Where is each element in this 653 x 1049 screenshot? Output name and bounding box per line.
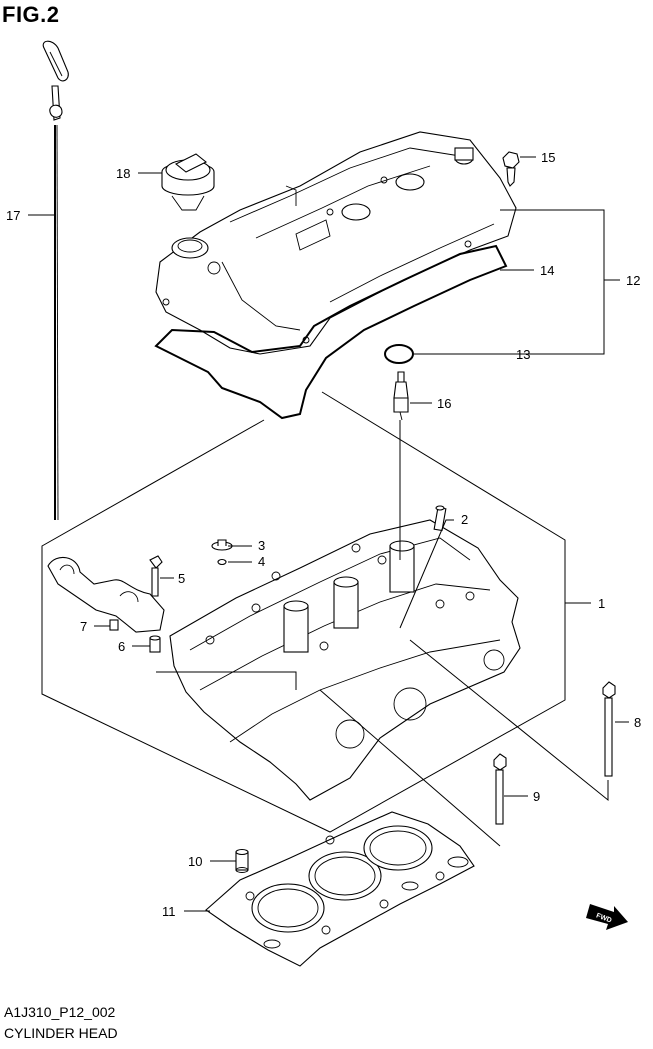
callout-13: 13	[516, 347, 530, 362]
callout-5: 5	[178, 571, 185, 586]
head-cover-gasket[interactable]	[154, 244, 508, 420]
oil-dipstick[interactable]	[42, 40, 69, 521]
callout-14: 14	[540, 263, 554, 278]
callout-7: 7	[80, 619, 87, 634]
diagram-code: A1J310_P12_002	[4, 1004, 116, 1020]
cylinder-head-gasket[interactable]	[205, 811, 475, 967]
callout-18: 18	[116, 166, 130, 181]
spark-plug-seal-3[interactable]	[211, 539, 233, 551]
cylinder-head[interactable]	[169, 519, 521, 801]
diagram-caption: CYLINDER HEAD	[4, 1025, 118, 1041]
callout-15: 15	[541, 150, 555, 165]
callout-10: 10	[188, 854, 202, 869]
head-bolt-8[interactable]	[602, 681, 616, 777]
callout-8: 8	[634, 715, 641, 730]
callout-4: 4	[258, 554, 265, 569]
dowel-pin-7[interactable]	[109, 619, 119, 631]
camshaft-bracket[interactable]	[47, 556, 165, 633]
head-cover-bolt[interactable]	[502, 151, 520, 187]
callout-17: 17	[6, 208, 20, 223]
callout-12: 12	[626, 273, 640, 288]
spark-plug[interactable]	[393, 371, 409, 421]
head-bolt-9[interactable]	[493, 753, 507, 825]
oil-filler-cap[interactable]	[161, 153, 215, 211]
callout-6: 6	[118, 639, 125, 654]
o-ring[interactable]	[384, 344, 414, 364]
callout-3: 3	[258, 538, 265, 553]
callout-labels: 1 2 3 4 5 6 7 8 9 10 11 12 13 14 15 16 1…	[6, 150, 641, 919]
forward-direction-arrow: FWD	[586, 904, 628, 930]
figure-title: FIG.2	[2, 2, 60, 27]
bolt-5[interactable]	[149, 555, 163, 597]
dowel-pin-6[interactable]	[149, 635, 161, 653]
dowel-pin-2[interactable]	[433, 505, 447, 532]
callout-1: 1	[598, 596, 605, 611]
callout-9: 9	[533, 789, 540, 804]
head-assembly-frame	[41, 391, 566, 833]
cylinder-head-cover[interactable]	[155, 131, 517, 355]
washer-4[interactable]	[217, 558, 227, 566]
callout-11: 11	[162, 904, 176, 919]
callout-16: 16	[437, 396, 451, 411]
callout-2: 2	[461, 512, 468, 527]
knock-pin-10[interactable]	[235, 848, 249, 873]
leader-lines	[28, 156, 629, 912]
